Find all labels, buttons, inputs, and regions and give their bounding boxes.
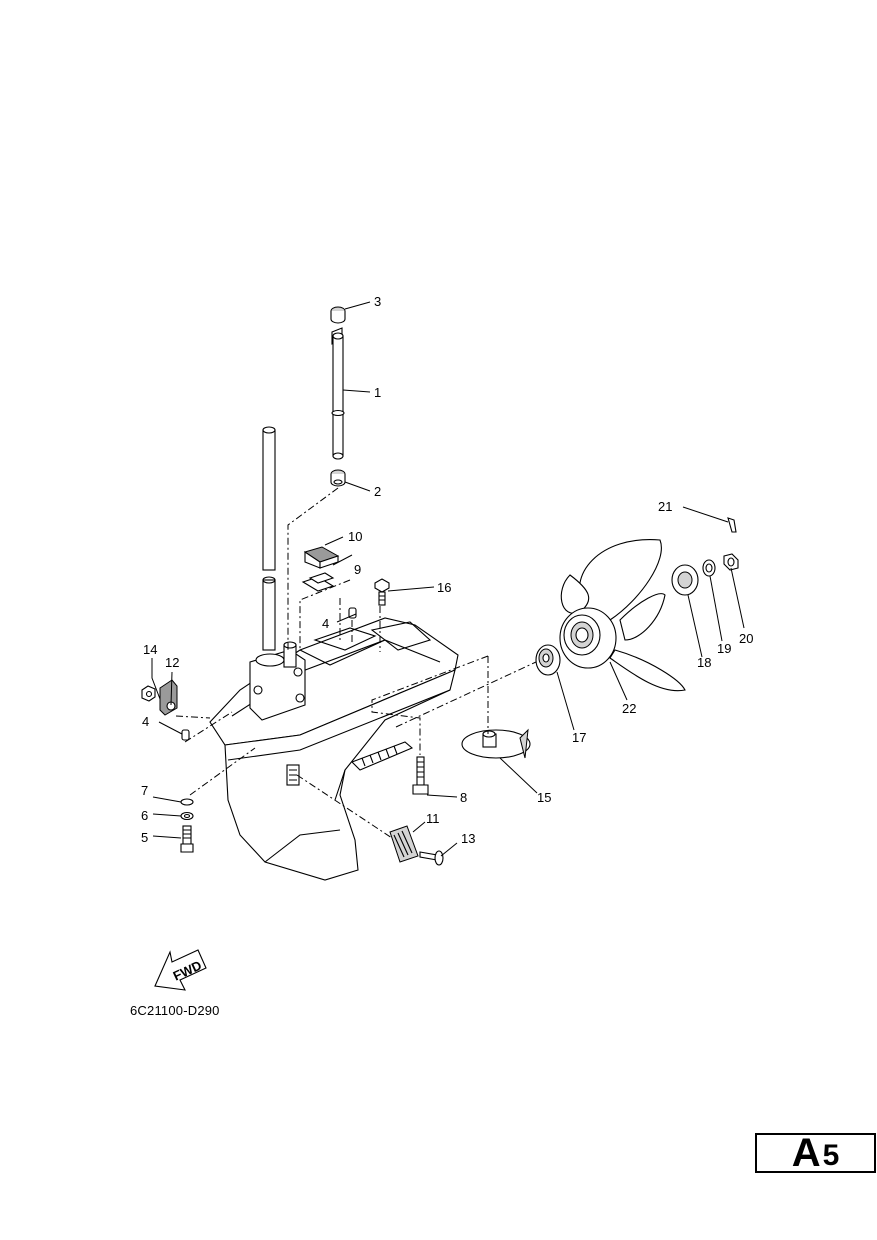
callout-9: 9 [354, 562, 361, 577]
leader-lines [151, 301, 745, 857]
grille-part-11[interactable] [389, 825, 419, 863]
callout-20: 20 [739, 631, 753, 646]
washer-part-19[interactable] [702, 559, 716, 577]
screw-part-13[interactable] [419, 850, 444, 866]
upper-shaft [262, 426, 276, 651]
cotter-pin-part-21[interactable] [727, 517, 737, 533]
callout-19: 19 [717, 641, 731, 656]
thrust-washer-part-17[interactable] [535, 644, 561, 676]
callout-11: 11 [426, 811, 440, 826]
trim-tab-part-15[interactable] [461, 728, 531, 759]
lower-unit-housing[interactable] [209, 617, 459, 881]
callout-3: 3 [374, 294, 381, 309]
callout-4a: 4 [322, 616, 329, 631]
dowel-pin-part-4[interactable] [181, 607, 357, 741]
callout-labels: 1 2 3 4 4 5 6 7 8 9 10 11 12 13 14 15 16… [141, 294, 753, 846]
sheet-reference-box: A 5 [755, 1133, 876, 1173]
callout-10: 10 [348, 529, 362, 544]
callout-4b: 4 [142, 714, 149, 729]
nut-part-14[interactable] [141, 685, 156, 702]
plate-part-9[interactable] [301, 572, 335, 592]
grommet-part-12[interactable] [159, 679, 178, 716]
callout-5: 5 [141, 830, 148, 845]
callout-17: 17 [572, 730, 586, 745]
callout-22: 22 [622, 701, 636, 716]
callout-14: 14 [143, 642, 157, 657]
sheet-letter: A [791, 1131, 821, 1175]
nut-part-20[interactable] [723, 553, 739, 571]
propeller-part-22[interactable] [559, 539, 686, 692]
bolt-part-8[interactable] [412, 756, 429, 795]
fwd-arrow-icon: FWD [154, 949, 207, 991]
drawing-code: 6C21100-D290 [130, 1003, 220, 1018]
callout-12: 12 [165, 655, 179, 670]
callout-18: 18 [697, 655, 711, 670]
bolt-part-16[interactable] [374, 578, 390, 606]
callout-1: 1 [374, 385, 381, 400]
assembly-lines [175, 487, 537, 839]
sheet-number: 5 [822, 1139, 840, 1172]
callout-13: 13 [461, 831, 475, 846]
washer-part-7[interactable] [180, 798, 194, 806]
callout-2: 2 [374, 484, 381, 499]
callout-15: 15 [537, 790, 551, 805]
bolt-part-5[interactable] [180, 825, 194, 853]
callout-7: 7 [141, 783, 148, 798]
spacer-part-18[interactable] [671, 564, 699, 596]
drive-shaft-part[interactable] [330, 306, 346, 487]
callout-8: 8 [460, 790, 467, 805]
washer-part-6[interactable] [180, 811, 194, 821]
callout-6: 6 [141, 808, 148, 823]
callout-16: 16 [437, 580, 451, 595]
callout-21: 21 [658, 499, 672, 514]
